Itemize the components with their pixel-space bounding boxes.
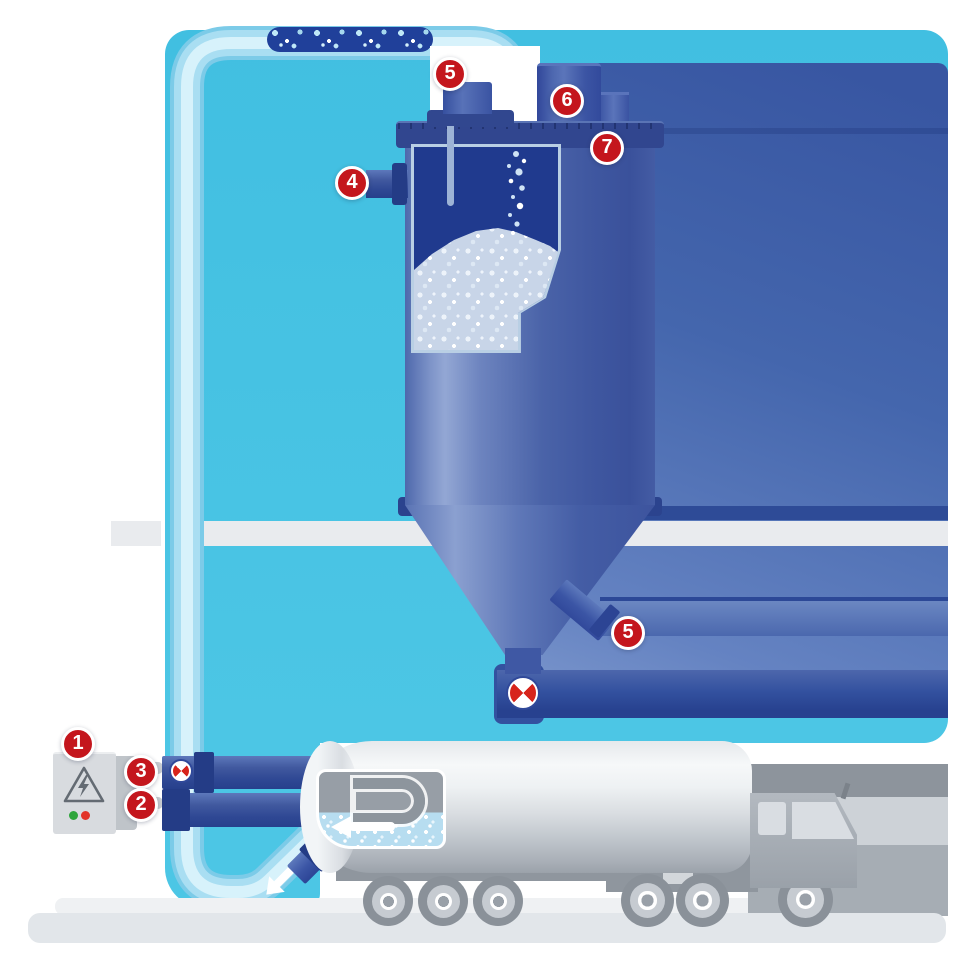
connection-pipe-upper-flange [194, 752, 214, 793]
status-led-red [81, 811, 90, 820]
tractor-wheel-1 [621, 874, 674, 927]
callout-5-bottom: 5 [611, 616, 645, 650]
valve-icon-outlet [508, 678, 538, 708]
inlet-nozzle-flange [392, 163, 407, 205]
vent-flange [427, 110, 514, 127]
silo-roof-ticks [398, 123, 662, 129]
navy-panel-seam [655, 128, 948, 134]
building-band-dark [748, 764, 948, 797]
tractor-wheel-2 [676, 874, 729, 927]
flow-arrow-icon [266, 866, 295, 895]
tanker-flow-arrow-shaft [349, 822, 395, 831]
warning-triangle-icon [63, 766, 105, 803]
fluidization-pipe [600, 597, 948, 636]
trailer-wheel-1 [363, 876, 413, 926]
control-panel [53, 752, 116, 834]
level-probe [447, 126, 454, 206]
floor-band-left-stub [111, 521, 161, 546]
valve-icon-line [171, 761, 191, 781]
callout-3: 3 [124, 755, 158, 789]
tanker-cutaway [316, 769, 446, 849]
callout-4: 4 [335, 166, 369, 200]
callout-6: 6 [550, 84, 584, 118]
trailer-wheel-3 [473, 876, 523, 926]
tanker-flow-arrow-head [331, 816, 351, 838]
trailer-wheel-2 [418, 876, 468, 926]
outlet-pipe [497, 670, 948, 718]
material-flow-dots [267, 27, 433, 52]
tanker-u-pipe [353, 778, 425, 824]
callout-7: 7 [590, 131, 624, 165]
cab-rear-window [758, 802, 786, 835]
callout-5-top: 5 [433, 57, 467, 91]
silo-cone-neck [505, 648, 541, 674]
callout-2: 2 [124, 788, 158, 822]
status-led-green [69, 811, 78, 820]
callout-1: 1 [61, 727, 95, 761]
falling-granules [507, 151, 527, 236]
connection-pipe-lower-flange [162, 789, 190, 831]
